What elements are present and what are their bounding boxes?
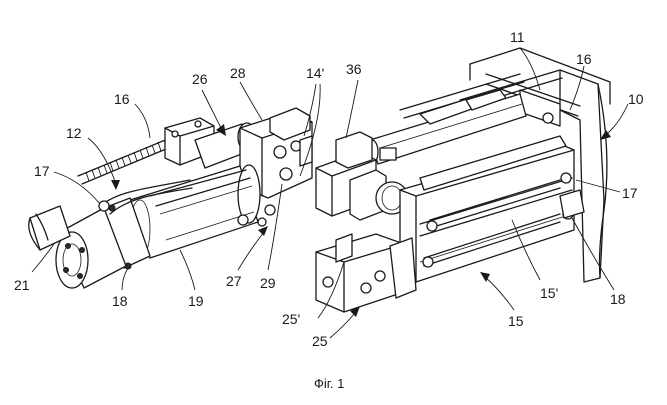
label-14-prime: 14' — [306, 65, 324, 81]
upper-actuator — [365, 89, 527, 165]
label-10: 10 — [628, 91, 644, 107]
label-12: 12 — [66, 125, 82, 141]
leader-lines — [31, 47, 629, 339]
frame-10 — [469, 47, 611, 283]
motor-21 — [55, 207, 127, 289]
label-25: 25 — [312, 333, 328, 349]
label-17-left: 17 — [34, 163, 50, 179]
label-36: 36 — [346, 61, 362, 77]
figure-caption: Фіг. 1 — [314, 376, 344, 391]
label-19: 19 — [188, 293, 204, 309]
label-21: 21 — [14, 277, 30, 293]
base-plate-25 — [315, 233, 417, 313]
motor-shaft-cut — [28, 205, 71, 251]
right-hoses — [422, 172, 585, 268]
label-15: 15 — [508, 313, 524, 329]
label-17-right: 17 — [622, 185, 638, 201]
label-18-right: 18 — [610, 291, 626, 307]
label-25-prime: 25' — [282, 311, 300, 327]
label-18-left: 18 — [112, 293, 128, 309]
left-hose — [98, 179, 193, 215]
label-28: 28 — [230, 65, 246, 81]
label-15-prime: 15' — [540, 285, 558, 301]
label-16-right: 16 — [576, 51, 592, 67]
label-27: 27 — [226, 273, 242, 289]
label-11: 11 — [510, 29, 525, 45]
threaded-rod — [77, 135, 179, 185]
main-cylinder-19 — [129, 164, 261, 259]
label-16-left: 16 — [114, 91, 130, 107]
label-26: 26 — [192, 71, 208, 87]
label-29: 29 — [260, 275, 276, 291]
